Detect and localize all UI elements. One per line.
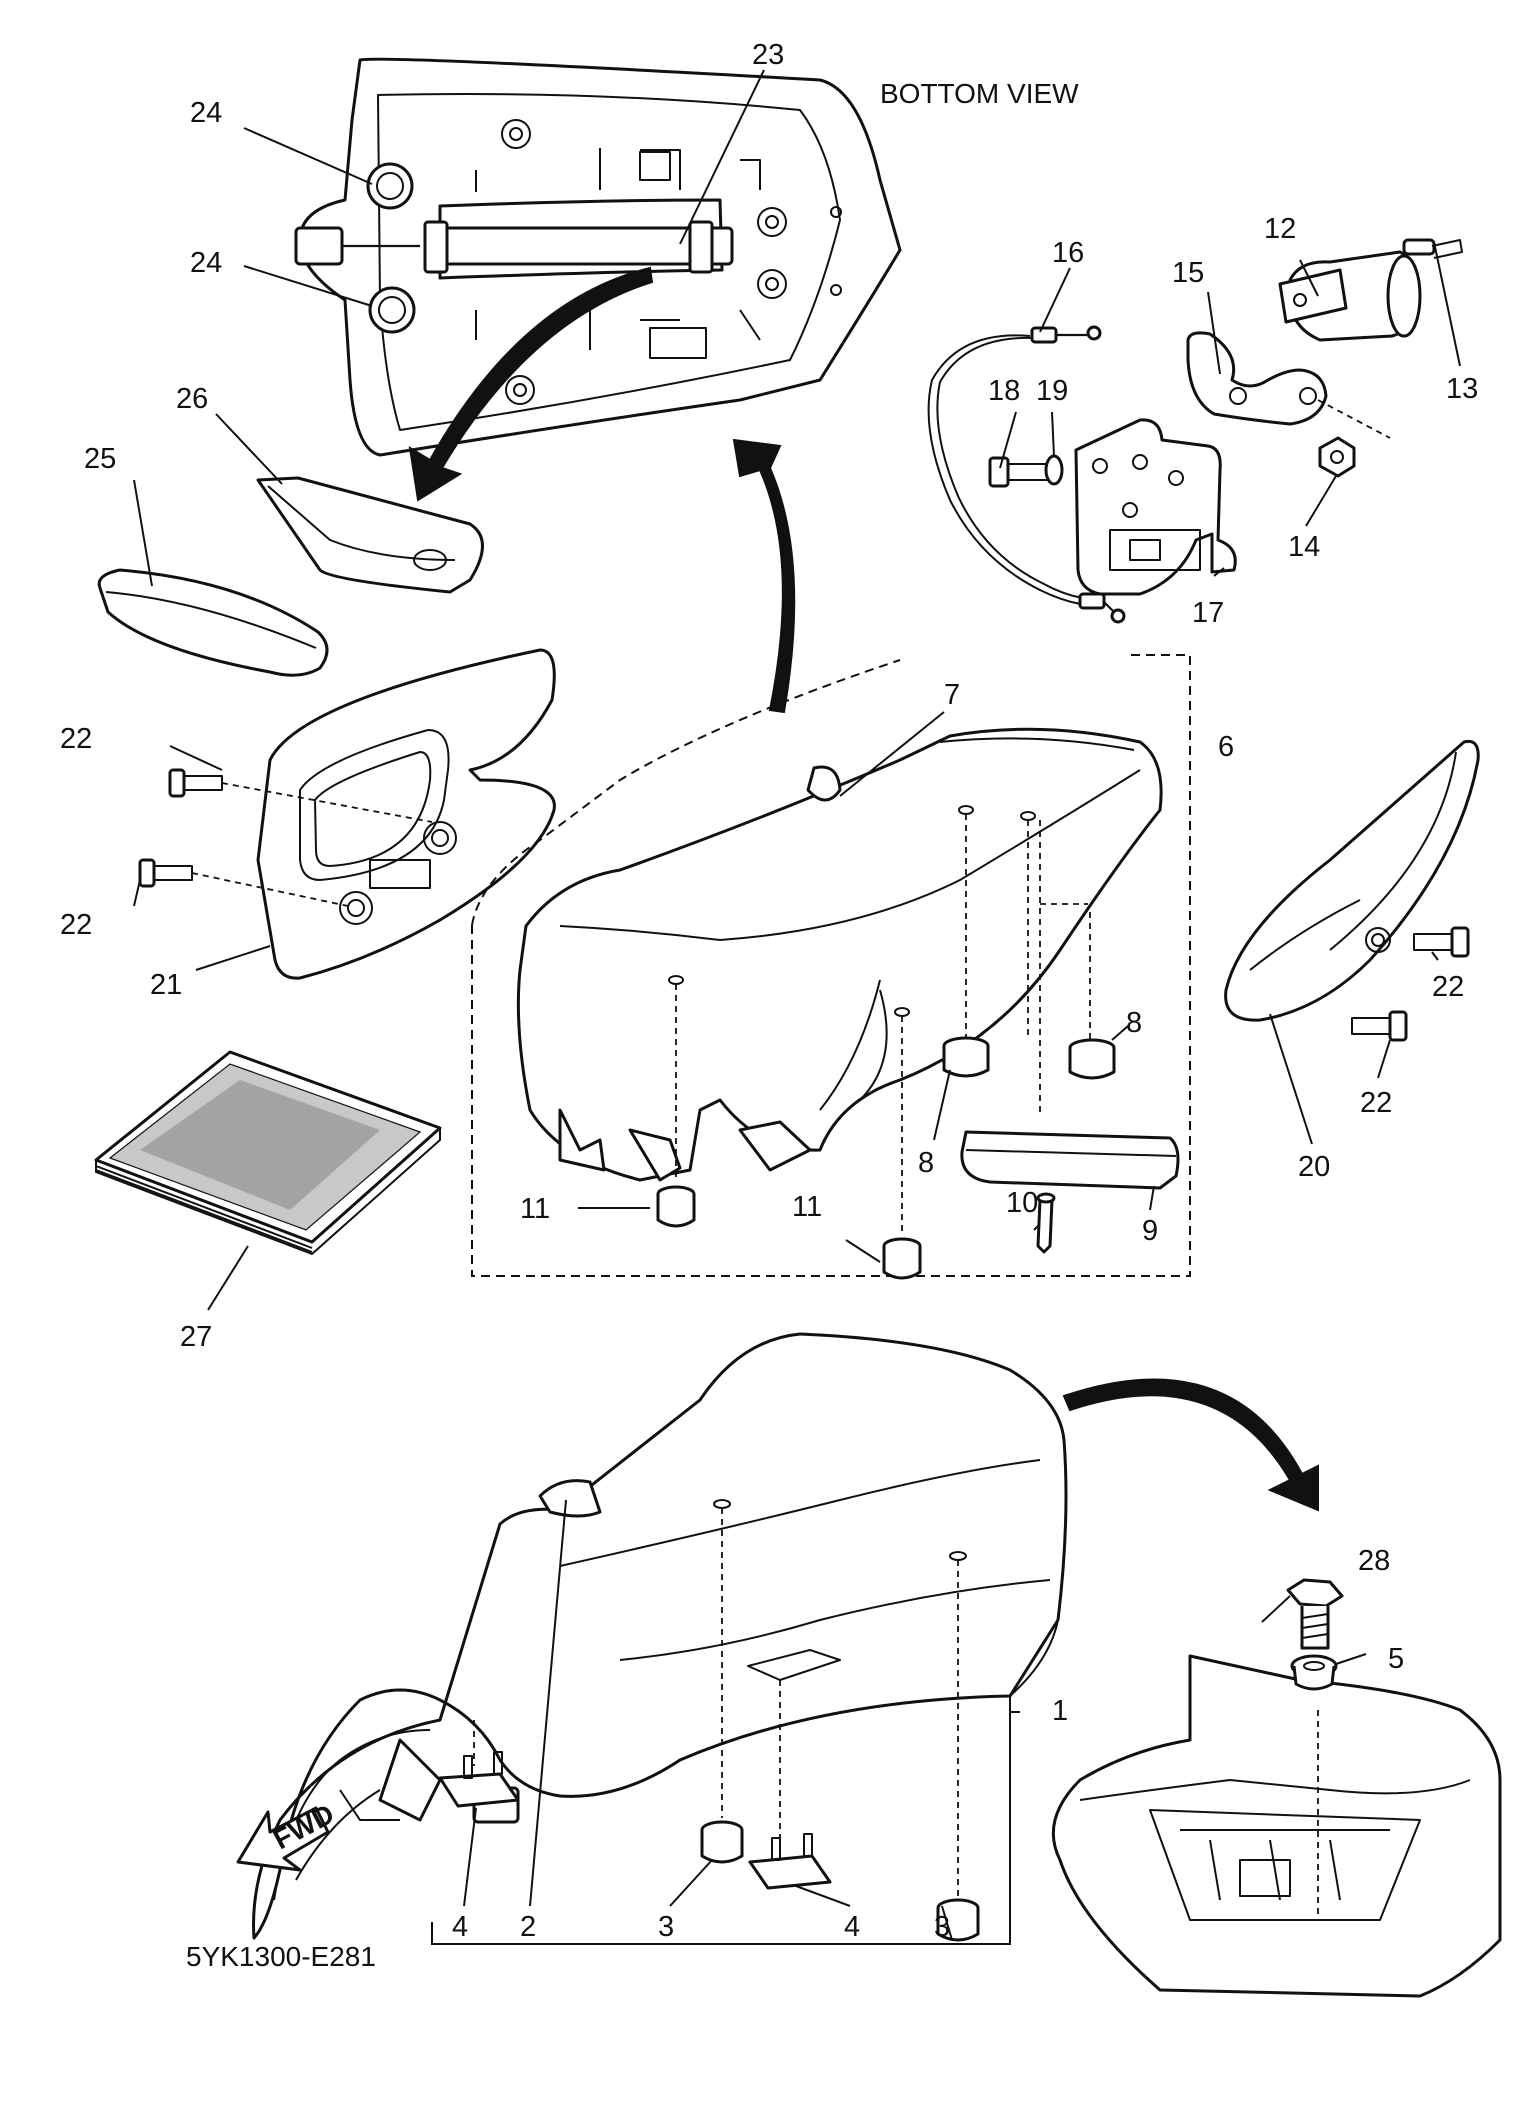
nut-14 (1318, 436, 1356, 478)
callout-1: 1 (1052, 1695, 1068, 1727)
callout-2: 2 (520, 1911, 536, 1943)
bolt-22-right-lower (1351, 1010, 1408, 1042)
grab-handle (256, 648, 556, 980)
seat-underside-view (1051, 1654, 1502, 1998)
callout-19: 19 (1036, 375, 1068, 407)
callout-15: 15 (1172, 257, 1204, 289)
callout-3: 3 (934, 1911, 950, 1943)
bolt-28 (1286, 1578, 1344, 1650)
callout-22: 22 (1360, 1087, 1392, 1119)
stay-4-left (438, 1751, 520, 1808)
callout-4: 4 (452, 1911, 468, 1943)
flow-arrow-to-underside (1062, 1378, 1319, 1512)
side-cover-right (1224, 739, 1480, 1022)
leader-lines (133, 69, 1461, 1941)
damper-11-right (882, 1237, 922, 1280)
callout-8: 8 (918, 1147, 934, 1179)
damper-11-left (656, 1185, 696, 1228)
callout-20: 20 (1298, 1151, 1330, 1183)
callout-23: 23 (752, 39, 784, 71)
diagram-code: 5YK1300-E281 (186, 1941, 376, 1972)
callout-8: 8 (1126, 1007, 1142, 1039)
front-seat (252, 1332, 1068, 1940)
bolt-22-left-lower (138, 858, 349, 907)
rear-seat-group-box (471, 654, 1191, 1277)
washer-19 (1044, 454, 1064, 486)
callout-9: 9 (1142, 1215, 1158, 1247)
lock-latch-plate (1074, 418, 1237, 596)
flow-arrow-to-storage (408, 266, 654, 502)
damper-8-left (942, 1036, 990, 1078)
bolt-18 (988, 456, 1051, 488)
callout-24: 24 (190, 247, 222, 279)
bottom-view-caption: BOTTOM VIEW (880, 78, 1079, 109)
bolt-22-right-upper (1413, 926, 1470, 958)
lock-cylinder (1278, 250, 1422, 342)
bolt-22-left-upper (168, 768, 433, 823)
rear-seat (516, 727, 1163, 1234)
band-strap (97, 568, 329, 677)
callout-3: 3 (658, 1911, 674, 1943)
screw-10 (1036, 1192, 1056, 1254)
callout-6: 6 (1218, 731, 1234, 763)
callout-26: 26 (176, 383, 208, 415)
callout-16: 16 (1052, 237, 1084, 269)
seat-lock-cable (927, 325, 1126, 624)
callout-18: 18 (988, 375, 1020, 407)
callout-22: 22 (60, 723, 92, 755)
callout-11: 11 (792, 1191, 822, 1223)
callout-7: 7 (944, 679, 960, 711)
callout-13: 13 (1446, 373, 1478, 405)
callout-25: 25 (84, 443, 116, 475)
front-seat-box (431, 1696, 1011, 1945)
callout-22: 22 (1432, 971, 1464, 1003)
callout-5: 5 (1388, 1643, 1404, 1675)
lock-bracket (1186, 331, 1391, 439)
callout-11: 11 (520, 1193, 550, 1225)
damper-3-left (700, 1820, 744, 1864)
storage-bag (256, 476, 484, 594)
rear-reflector-9 (960, 1130, 1180, 1190)
damper-8-right (1068, 1038, 1116, 1080)
callout-14: 14 (1288, 531, 1320, 563)
callout-21: 21 (150, 969, 182, 1001)
collar-5 (1290, 1654, 1338, 1691)
callout-10: 10 (1006, 1187, 1038, 1219)
damper-3-right (936, 1898, 980, 1942)
callout-17: 17 (1192, 597, 1224, 629)
callout-28: 28 (1358, 1545, 1390, 1577)
callout-27: 27 (180, 1321, 212, 1353)
seat-bottom-view-tray (294, 57, 902, 457)
bolt-13 (1402, 238, 1463, 259)
callout-22: 22 (60, 909, 92, 941)
owners-manual (94, 1050, 442, 1255)
stay-4-right (748, 1833, 832, 1890)
callout-4: 4 (844, 1911, 860, 1943)
callout-24: 24 (190, 97, 222, 129)
flow-arrow-to-bottom-view (732, 438, 796, 714)
callout-12: 12 (1264, 213, 1296, 245)
